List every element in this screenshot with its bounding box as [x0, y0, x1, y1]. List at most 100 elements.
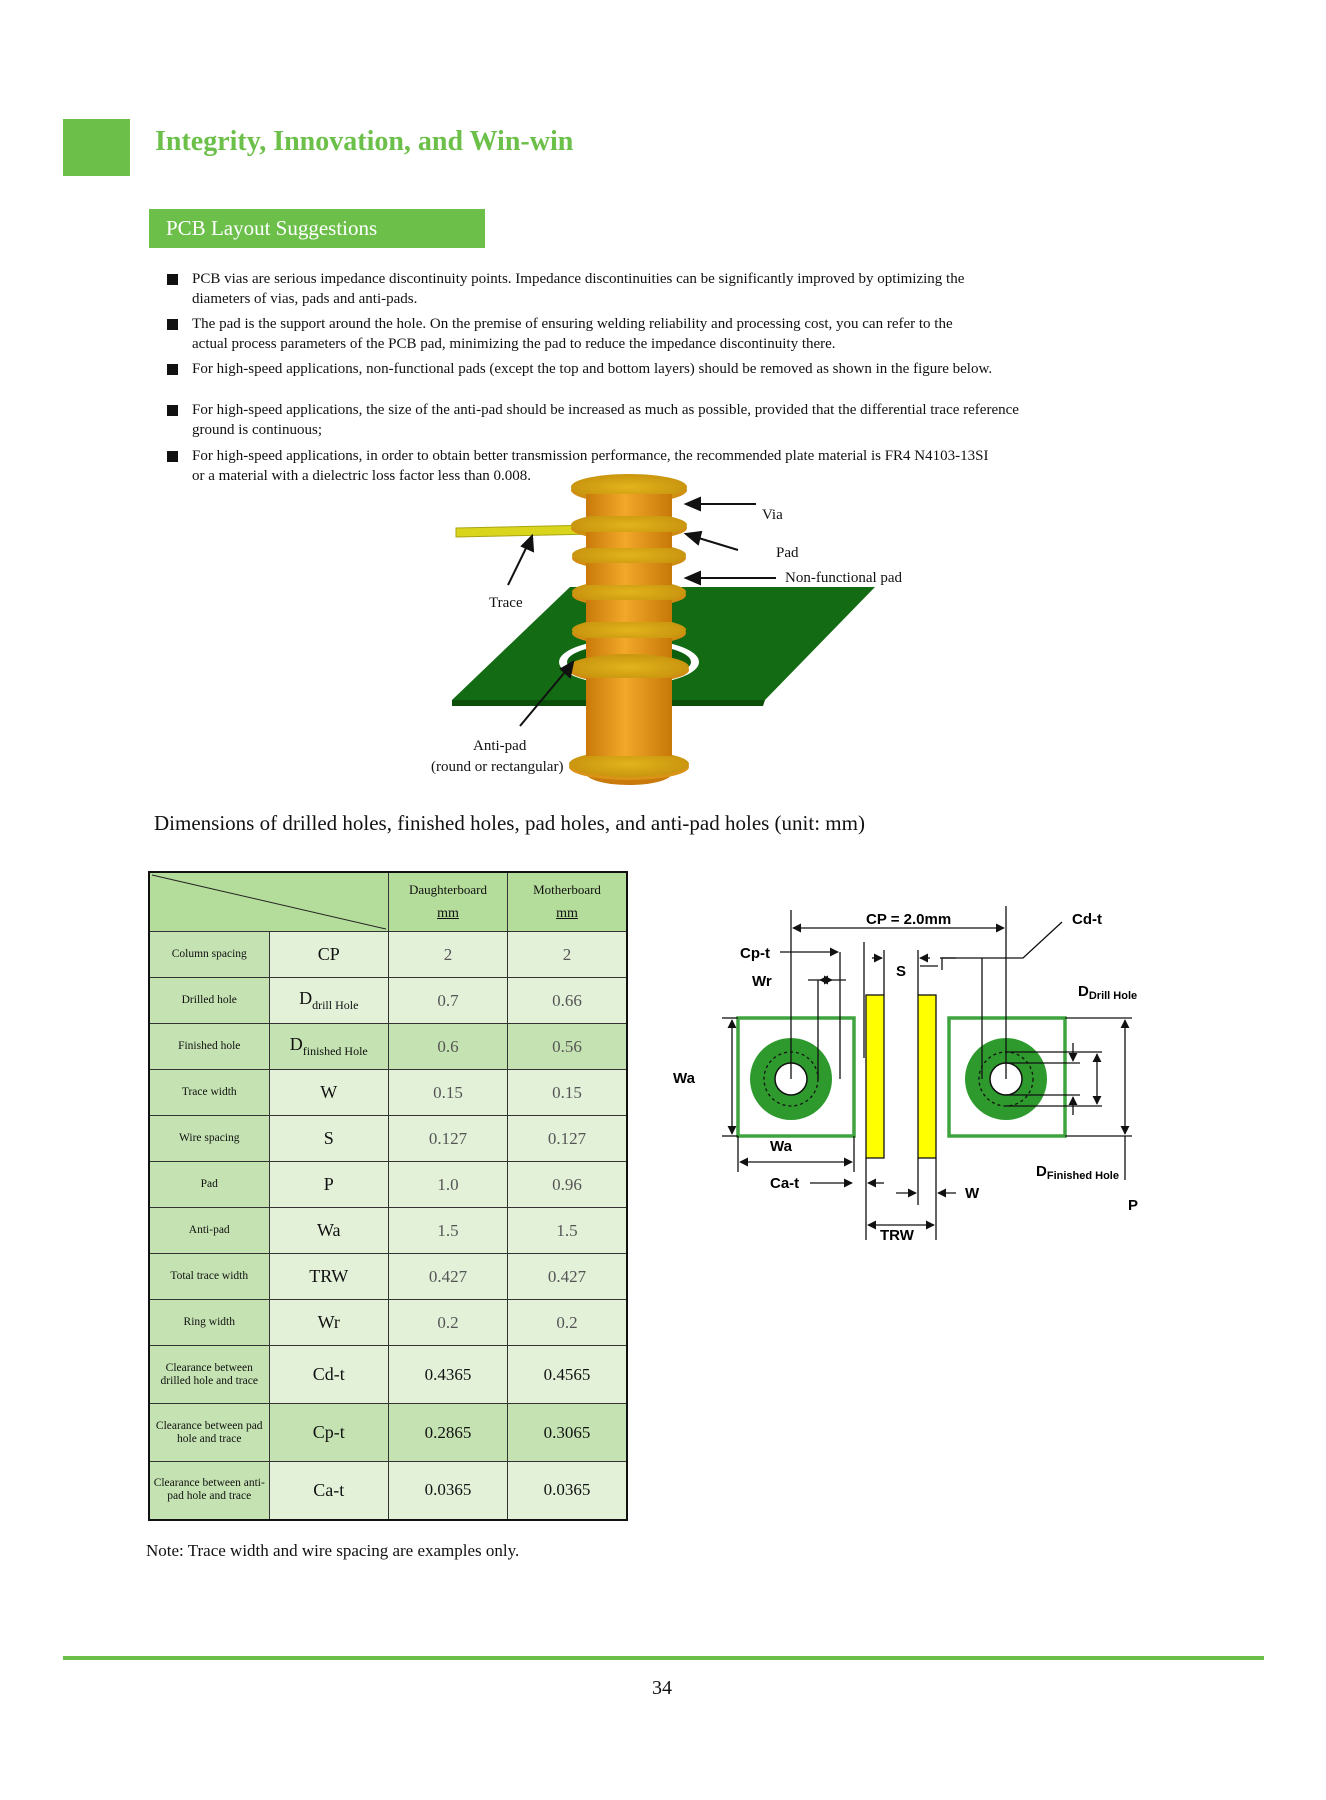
- bullet-text: ground is continuous;: [192, 421, 322, 438]
- daughter-value: 0.15: [388, 1069, 508, 1116]
- daughter-value: 0.4365: [388, 1345, 508, 1404]
- anti-pad-note: (round or rectangular): [431, 759, 564, 775]
- dimension-diagram: CP = 2.0mm Cd-t Cp-t Wr S DDrill Hole Wa…: [673, 906, 1138, 1244]
- param-symbol: W: [268, 1069, 389, 1116]
- bullet-square-icon: [167, 451, 178, 462]
- bullet-square-icon: [167, 274, 178, 285]
- wa-left-label: Wa: [673, 1070, 696, 1087]
- page-number: 34: [652, 1677, 672, 1699]
- bullet-square-icon: [167, 319, 178, 330]
- table-row: Pad P 1.0 0.96: [148, 1161, 628, 1208]
- diagonal-header-cell: [148, 871, 389, 932]
- mother-value: 1.5: [507, 1207, 628, 1254]
- mother-value: 0.2: [507, 1299, 628, 1346]
- param-name: Drilled hole: [148, 977, 270, 1024]
- daughter-value: 0.7: [388, 977, 508, 1024]
- table-row: Finished hole Dfinished Hole 0.6 0.56: [148, 1023, 628, 1070]
- trace-left: [865, 994, 885, 1159]
- daughter-value: 0.2865: [388, 1403, 508, 1462]
- bullet-text: diameters of vias, pads and anti-pads.: [192, 290, 418, 307]
- section-title: PCB Layout Suggestions: [149, 209, 485, 248]
- bullet-text: or a material with a dielectric loss fac…: [192, 467, 532, 484]
- table-row: Clearance between anti-pad hole and trac…: [148, 1461, 628, 1520]
- param-name: Clearance between pad hole and trace: [148, 1403, 270, 1462]
- table-row: Total trace width TRW 0.427 0.427: [148, 1253, 628, 1300]
- param-symbol: Ca-t: [268, 1461, 389, 1520]
- table-row: Ring width Wr 0.2 0.2: [148, 1299, 628, 1346]
- daughter-value: 2: [388, 931, 508, 978]
- d-finished-label: DFinished Hole: [1036, 1163, 1119, 1182]
- daughter-value: 1.5: [388, 1207, 508, 1254]
- bullet-text: For high-speed applications, the size of…: [192, 402, 1019, 418]
- bullet-text: actual process parameters of the PCB pad…: [192, 335, 836, 352]
- mother-value: 2: [507, 931, 628, 978]
- param-symbol: Cd-t: [268, 1345, 389, 1404]
- non-functional-pad-label: Non-functional pad: [785, 570, 903, 586]
- diagonal-line: [151, 874, 387, 930]
- bullet-text: The pad is the support around the hole. …: [192, 316, 953, 332]
- bullet-text: For high-speed applications, non-functio…: [192, 361, 993, 377]
- table-row: Anti-pad Wa 1.5 1.5: [148, 1207, 628, 1254]
- param-name: Finished hole: [148, 1023, 270, 1070]
- table-row: Clearance between pad hole and trace Cp-…: [148, 1403, 628, 1462]
- header-daughterboard: Daughterboard mm: [388, 871, 508, 932]
- table-row: Column spacing CP 2 2: [148, 931, 628, 978]
- d-drill-label: DDrill Hole: [1078, 983, 1137, 1002]
- param-name: Column spacing: [148, 931, 270, 978]
- bullet-text: PCB vias are serious impedance discontin…: [192, 271, 965, 287]
- trace-label: Trace: [489, 595, 523, 611]
- param-name: Clearance between anti-pad hole and trac…: [148, 1461, 270, 1520]
- table-note: Note: Trace width and wire spacing are e…: [146, 1541, 520, 1560]
- cpt-label: Cp-t: [740, 945, 770, 962]
- bullet-text: For high-speed applications, in order to…: [192, 448, 989, 464]
- wr-label: Wr: [752, 973, 772, 990]
- param-name: Pad: [148, 1161, 270, 1208]
- daughter-value: 0.2: [388, 1299, 508, 1346]
- param-name: Total trace width: [148, 1253, 270, 1300]
- bullet-square-icon: [167, 364, 178, 375]
- anti-pad-label: Anti-pad: [473, 738, 527, 754]
- dimensions-table: Daughterboard mm Motherboard mm Column s…: [148, 871, 628, 1521]
- bullet-square-icon: [167, 405, 178, 416]
- s-label: S: [896, 963, 906, 980]
- param-symbol: TRW: [268, 1253, 389, 1300]
- param-name: Wire spacing: [148, 1115, 270, 1162]
- w-label: W: [965, 1185, 980, 1202]
- pad-label: Pad: [776, 545, 799, 561]
- param-symbol: Cp-t: [268, 1403, 389, 1462]
- daughter-value: 0.127: [388, 1115, 508, 1162]
- param-symbol: Ddrill Hole: [268, 977, 389, 1024]
- table-row: Trace width W 0.15 0.15: [148, 1069, 628, 1116]
- mother-value: 0.427: [507, 1253, 628, 1300]
- mother-value: 0.96: [507, 1161, 628, 1208]
- param-name: Ring width: [148, 1299, 270, 1346]
- mother-value: 0.66: [507, 977, 628, 1024]
- daughter-value: 1.0: [388, 1161, 508, 1208]
- param-symbol: CP: [268, 931, 389, 978]
- param-name: Anti-pad: [148, 1207, 270, 1254]
- wa-bottom-label: Wa: [770, 1138, 793, 1155]
- footer-divider: [63, 1656, 1264, 1660]
- mother-value: 0.0365: [507, 1461, 628, 1520]
- p-label: P: [1128, 1197, 1138, 1214]
- trace-right: [917, 994, 937, 1159]
- cat-label: Ca-t: [770, 1175, 799, 1192]
- table-row: Wire spacing S 0.127 0.127: [148, 1115, 628, 1162]
- mother-value: 0.15: [507, 1069, 628, 1116]
- param-name: Trace width: [148, 1069, 270, 1116]
- via-label: Via: [762, 507, 783, 523]
- cp-label: CP = 2.0mm: [866, 911, 951, 928]
- header-motherboard: Motherboard mm: [507, 871, 628, 932]
- param-symbol: Dfinished Hole: [268, 1023, 389, 1070]
- mother-value: 0.127: [507, 1115, 628, 1162]
- param-symbol: S: [268, 1115, 389, 1162]
- table-row: Drilled hole Ddrill Hole 0.7 0.66: [148, 977, 628, 1024]
- header-accent-square: [63, 119, 130, 176]
- daughter-value: 0.427: [388, 1253, 508, 1300]
- page-header-title: Integrity, Innovation, and Win-win: [155, 126, 574, 157]
- anti-pad-arrow: [519, 665, 571, 727]
- via-3d-figure: [452, 474, 875, 785]
- table-header-row: Daughterboard mm Motherboard mm: [148, 871, 628, 932]
- mother-value: 0.3065: [507, 1403, 628, 1462]
- daughter-value: 0.0365: [388, 1461, 508, 1520]
